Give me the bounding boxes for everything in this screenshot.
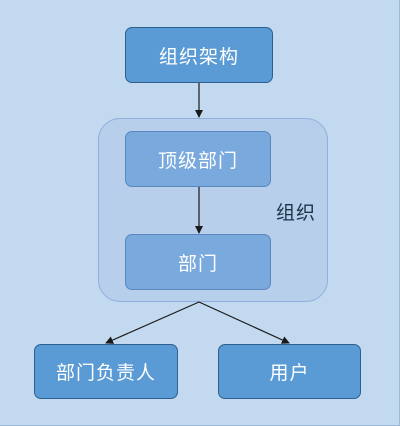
node-department: 部门 <box>125 234 271 290</box>
arrow-group-to-department-head <box>105 301 200 344</box>
node-top-department-label: 顶级部门 <box>157 149 238 172</box>
organization-group-label: 组织 <box>276 202 317 224</box>
arrow-group-to-user <box>198 301 290 344</box>
node-user: 用户 <box>218 344 361 399</box>
node-department-head: 部门负责人 <box>34 344 178 399</box>
node-department-head-label: 部门负责人 <box>55 362 156 384</box>
node-org-structure-label: 组织架构 <box>158 45 239 68</box>
node-top-department: 顶级部门 <box>125 131 271 187</box>
node-org-structure: 组织架构 <box>125 27 273 83</box>
node-user-label: 用户 <box>269 362 310 384</box>
node-department-label: 部门 <box>177 252 218 275</box>
